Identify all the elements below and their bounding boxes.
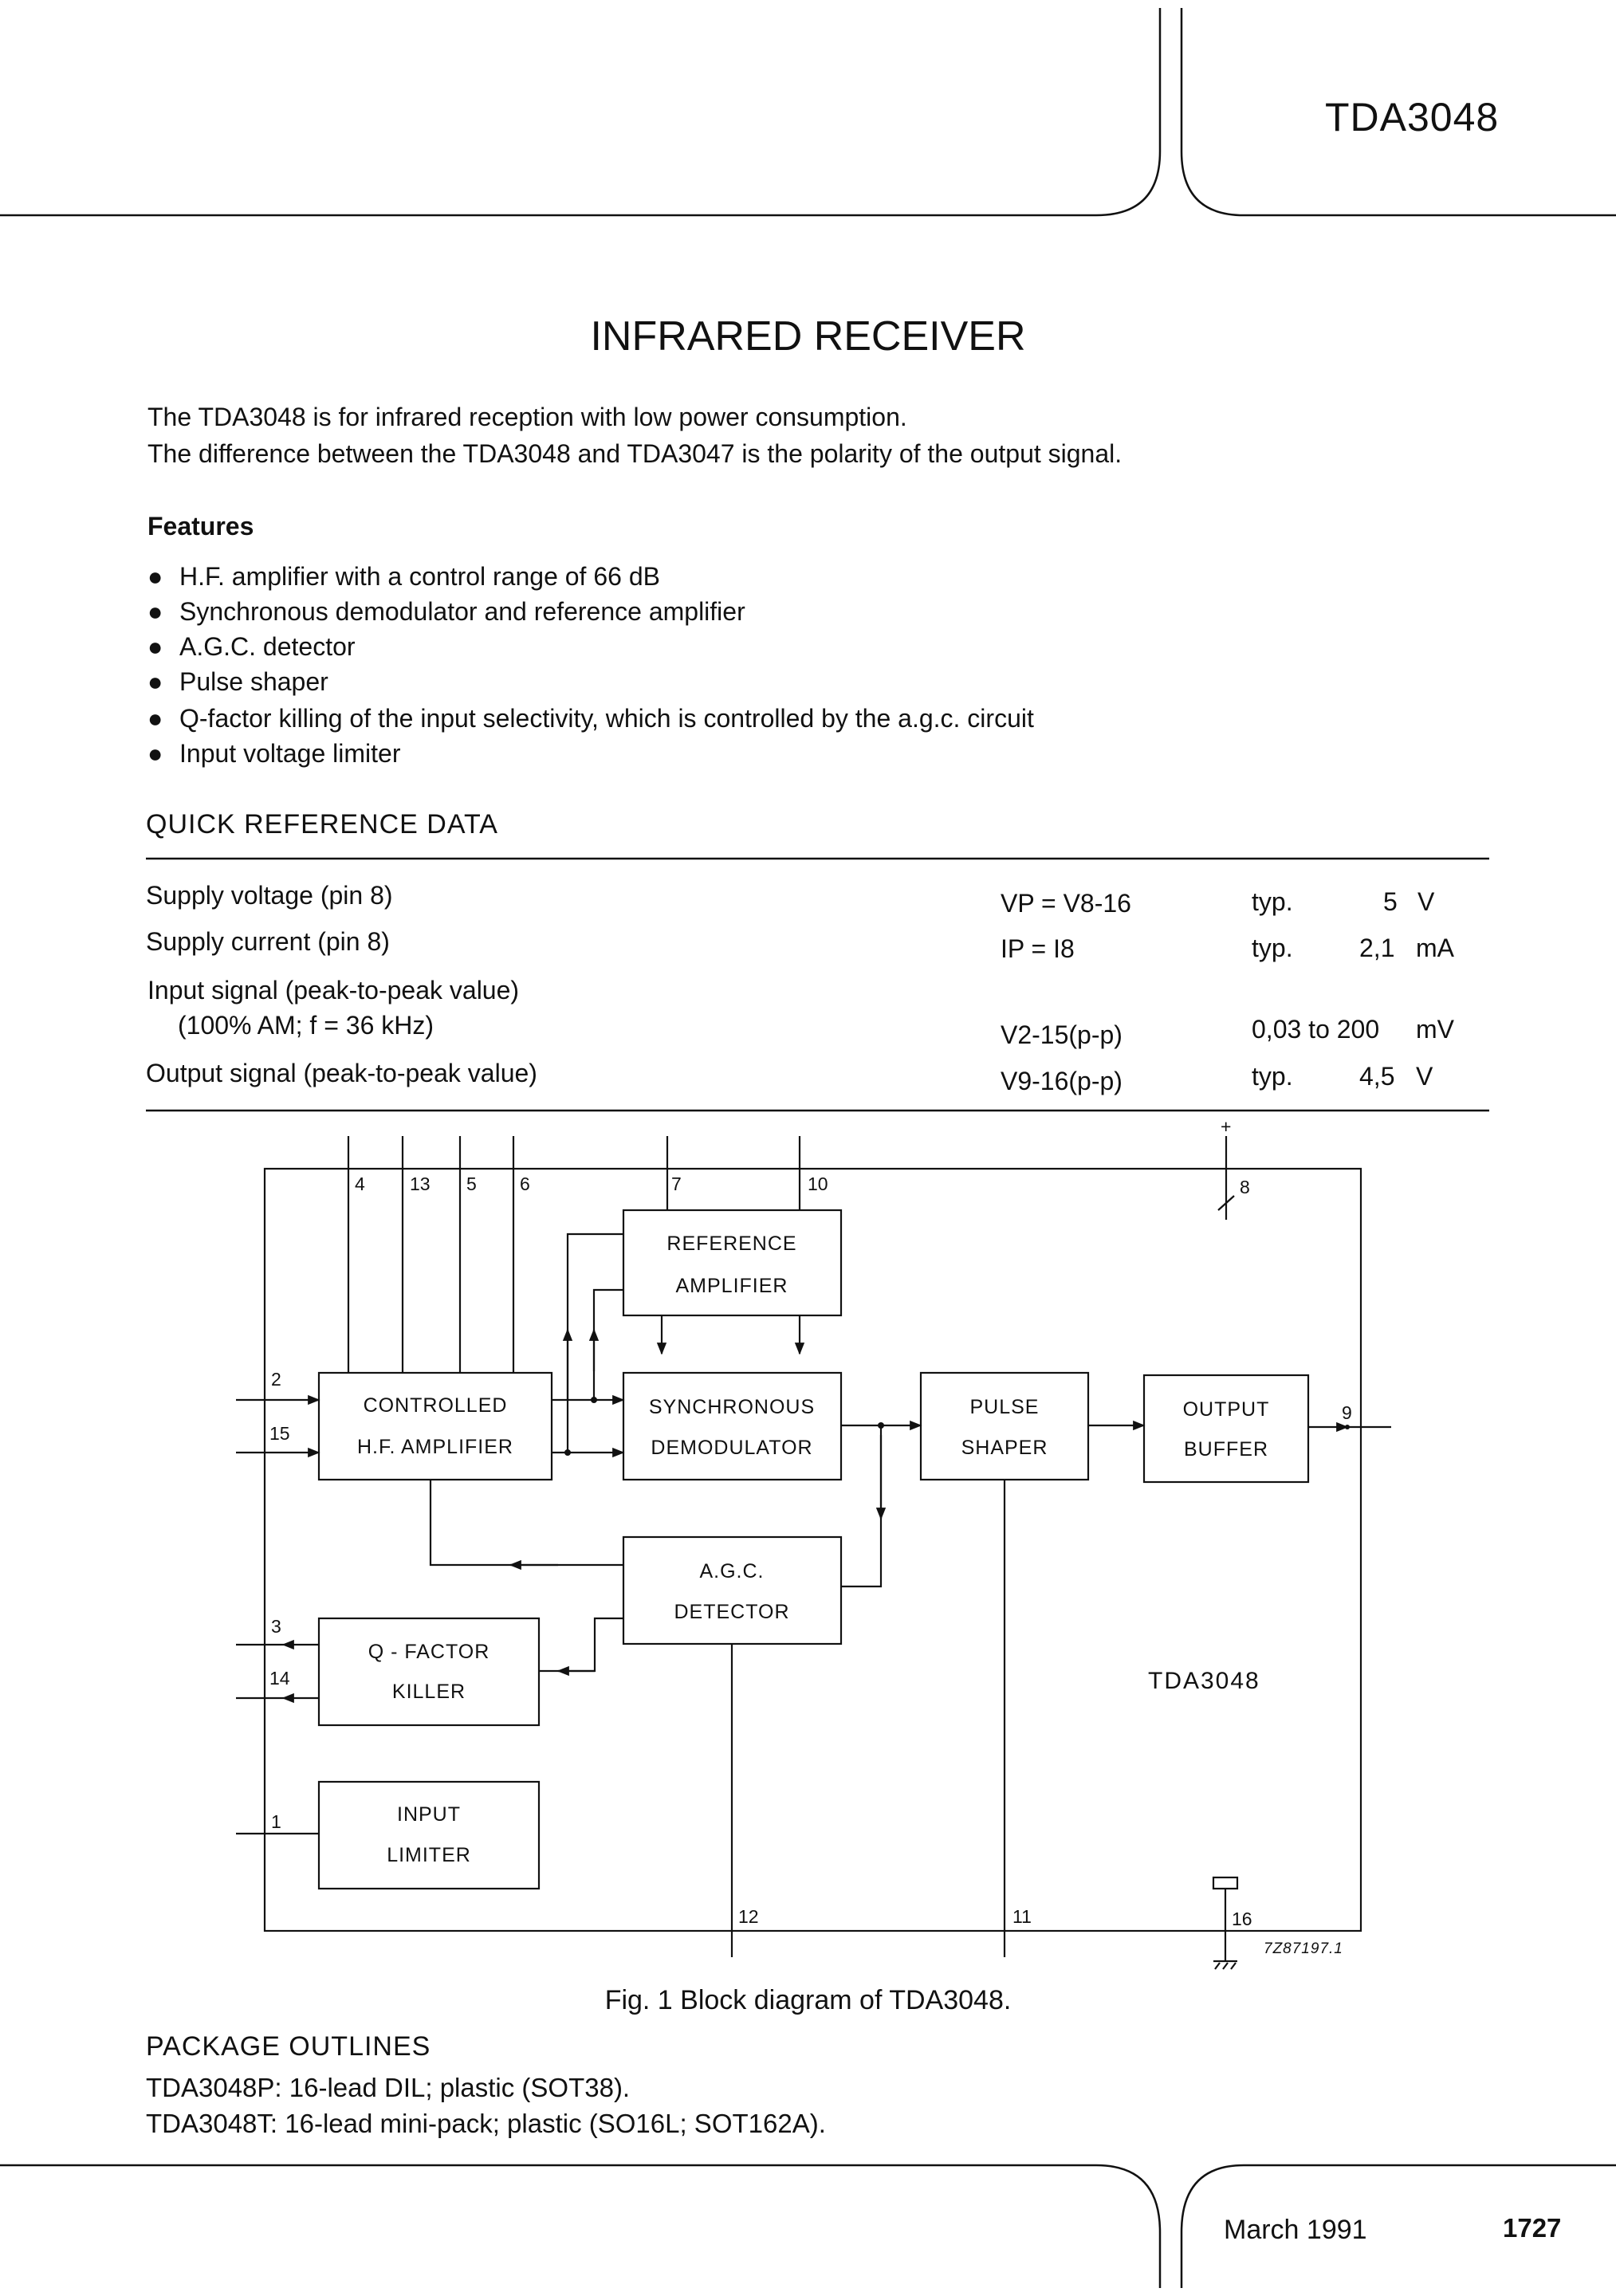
- package-line-t: TDA3048T: 16-lead mini-pack; plastic (SO…: [146, 2109, 826, 2138]
- bullet-icon: ●: [147, 704, 163, 733]
- pin-14: 14: [269, 1668, 290, 1689]
- pin-7: 7: [671, 1174, 682, 1194]
- footer-date: March 1991: [1224, 2215, 1367, 2245]
- document-title: INFRARED RECEIVER: [590, 313, 1026, 360]
- pin-2: 2: [271, 1369, 281, 1390]
- qfactor-killer-label-2: KILLER: [392, 1681, 466, 1703]
- pulse-shaper-label-2: SHAPER: [961, 1437, 1048, 1459]
- qr-symbol-supply-voltage: VP = V8-16: [1001, 889, 1131, 918]
- feature-text: Pulse shaper: [179, 667, 328, 696]
- pin-16: 16: [1232, 1909, 1252, 1929]
- pin-12: 12: [738, 1906, 759, 1927]
- chip-outline: [263, 1167, 1362, 1932]
- reference-amplifier-label-2: AMPLIFIER: [676, 1275, 788, 1297]
- sync-demodulator-label-2: DEMODULATOR: [651, 1437, 812, 1459]
- qr-param-supply-current: Supply current (pin 8): [146, 927, 390, 956]
- feature-item: ● A.G.C. detector: [147, 632, 356, 662]
- package-line-p: TDA3048P: 16-lead DIL; plastic (SOT38).: [146, 2073, 631, 2102]
- agc-detector-label-1: A.G.C.: [699, 1560, 764, 1582]
- feature-text: Synchronous demodulator and reference am…: [179, 597, 745, 626]
- output-buffer-label-2: BUFFER: [1184, 1438, 1268, 1461]
- pin-11: 11: [1012, 1906, 1032, 1927]
- reference-amplifier-label-1: REFERENCE: [666, 1233, 796, 1255]
- bullet-icon: ●: [147, 562, 163, 591]
- agc-detector-label-2: DETECTOR: [674, 1601, 789, 1623]
- qr-value-supply-voltage: 5: [1383, 887, 1398, 916]
- pin-13: 13: [410, 1174, 431, 1194]
- input-limiter-label-1: INPUT: [397, 1803, 461, 1826]
- intro-line-2: The difference between the TDA3048 and T…: [147, 439, 1123, 468]
- feature-text: H.F. amplifier with a control range of 6…: [179, 562, 660, 591]
- qr-cond-supply-current: typ.: [1252, 934, 1293, 962]
- pin-1: 1: [271, 1811, 281, 1832]
- feature-item: ● Pulse shaper: [147, 667, 328, 697]
- pin-8: 8: [1240, 1177, 1250, 1197]
- pin-15: 15: [269, 1423, 290, 1444]
- quick-reference-heading: QUICK REFERENCE DATA: [146, 809, 498, 839]
- hf-amplifier-label-1: CONTROLLED: [364, 1394, 508, 1417]
- sync-demodulator-block: [622, 1371, 843, 1481]
- qr-unit-supply-current: mA: [1416, 934, 1454, 962]
- qr-value-supply-current: 2,1: [1359, 934, 1395, 962]
- pulse-shaper-label-1: PULSE: [970, 1396, 1040, 1418]
- hf-amplifier-block: [317, 1371, 553, 1481]
- pin-3: 3: [271, 1616, 281, 1637]
- qfactor-killer-block: [317, 1617, 541, 1727]
- feature-item: ● H.F. amplifier with a control range of …: [147, 562, 660, 592]
- output-buffer-block: [1142, 1374, 1310, 1484]
- qr-param-output-signal: Output signal (peak-to-peak value): [146, 1059, 537, 1087]
- qr-cond-supply-voltage: typ.: [1252, 887, 1293, 916]
- qr-param-supply-voltage: Supply voltage (pin 8): [146, 881, 393, 910]
- qr-unit-output-signal: V: [1416, 1062, 1433, 1091]
- package-outlines-heading: PACKAGE OUTLINES: [146, 2031, 431, 2062]
- bullet-icon: ●: [147, 667, 163, 696]
- input-limiter-label-2: LIMITER: [387, 1844, 471, 1866]
- feature-item: ● Synchronous demodulator and reference a…: [147, 597, 745, 627]
- qfactor-killer-label-1: Q - FACTOR: [368, 1641, 490, 1663]
- bullet-icon: ●: [147, 739, 163, 768]
- pin-6: 6: [520, 1174, 530, 1194]
- qr-cond-output-signal: typ.: [1252, 1062, 1293, 1091]
- qr-value-output-signal: 4,5: [1359, 1062, 1395, 1091]
- reference-amplifier-block: [622, 1209, 843, 1317]
- pulse-shaper-block: [919, 1371, 1090, 1481]
- intro-line-1: The TDA3048 is for infrared reception wi…: [147, 403, 907, 431]
- footer-page-number: 1727: [1503, 2213, 1562, 2243]
- pin-10: 10: [808, 1174, 828, 1194]
- feature-text: A.G.C. detector: [179, 632, 356, 661]
- pin-4: 4: [355, 1174, 365, 1194]
- qr-symbol-output-signal: V9-16(p-p): [1001, 1067, 1123, 1095]
- qr-unit-supply-voltage: V: [1417, 887, 1435, 916]
- header-part-number: TDA3048: [1325, 95, 1500, 140]
- bullet-icon: ●: [147, 632, 163, 661]
- qr-symbol-input-signal: V2-15(p-p): [1001, 1020, 1123, 1049]
- output-buffer-label-1: OUTPUT: [1183, 1398, 1270, 1421]
- bullet-icon: ●: [147, 597, 163, 626]
- pin-9: 9: [1342, 1402, 1352, 1423]
- hf-amplifier-label-2: H.F. AMPLIFIER: [357, 1436, 513, 1458]
- qr-cond-input-signal: 0,03 to 200: [1252, 1015, 1380, 1044]
- sync-demodulator-label-1: SYNCHRONOUS: [649, 1396, 815, 1418]
- feature-text: Input voltage limiter: [179, 739, 401, 768]
- plus-sign: +: [1221, 1116, 1231, 1137]
- feature-item: ● Input voltage limiter: [147, 739, 400, 769]
- qr-param-input-signal: Input signal (peak-to-peak value): [147, 976, 520, 1005]
- qr-unit-input-signal: mV: [1416, 1015, 1454, 1044]
- chip-name-label: TDA3048: [1148, 1668, 1260, 1694]
- qr-param-input-signal-condition: (100% AM; f = 36 kHz): [178, 1011, 434, 1040]
- qr-symbol-supply-current: IP = I8: [1001, 934, 1075, 963]
- input-limiter-block: [317, 1780, 541, 1890]
- feature-item: ● Q-factor killing of the input selectivi…: [147, 704, 1034, 733]
- feature-text: Q-factor killing of the input selectivit…: [179, 704, 1034, 733]
- figure-caption: Fig. 1 Block diagram of TDA3048.: [604, 1985, 1012, 2015]
- features-heading: Features: [147, 512, 254, 541]
- agc-detector-block: [622, 1535, 843, 1645]
- pin-5: 5: [466, 1174, 477, 1194]
- drawing-code: 7Z87197.1: [1264, 1940, 1343, 1957]
